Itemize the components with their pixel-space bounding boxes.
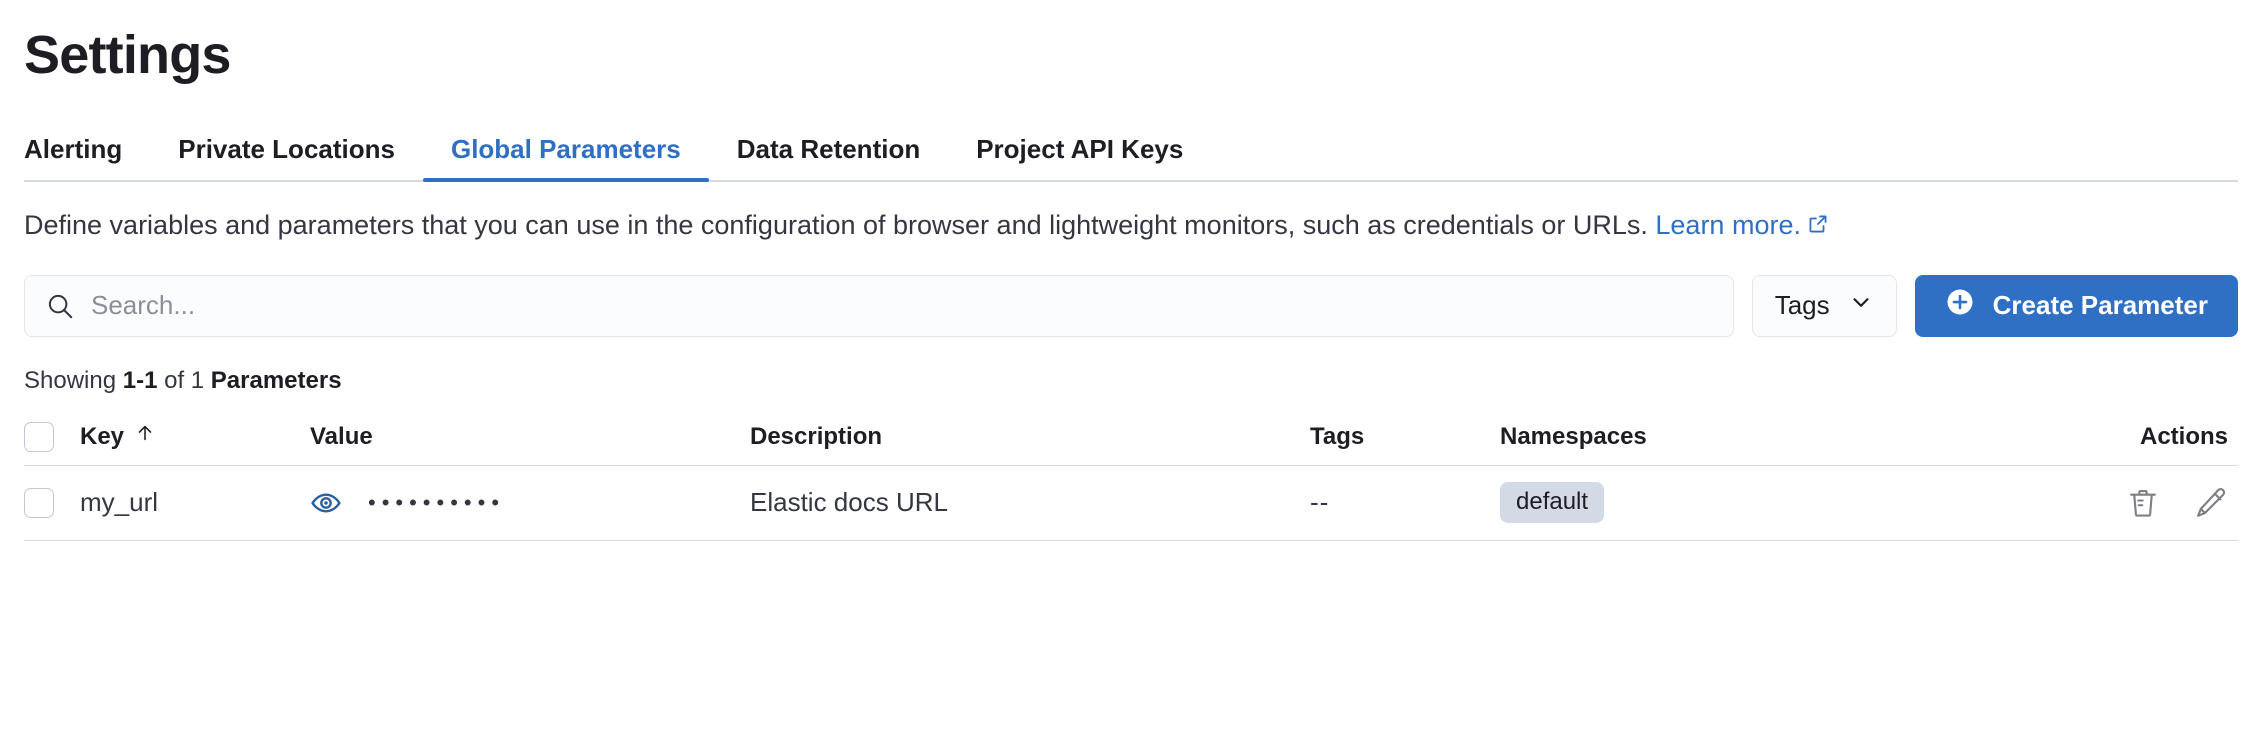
tags-filter-label: Tags: [1774, 290, 1830, 321]
pencil-icon[interactable]: [2194, 486, 2228, 520]
header-description-label: Description: [750, 422, 883, 450]
results-entity: Parameters: [210, 366, 342, 394]
cell-key: my_url: [80, 487, 310, 518]
tab-global-parameters[interactable]: Global Parameters: [422, 134, 709, 182]
table-header-row: Key Value Description Tags Namespaces: [24, 409, 2238, 466]
description-body: Define variables and parameters that you…: [24, 210, 1648, 240]
header-tags: Tags: [1310, 423, 1500, 451]
header-value-label: Value: [310, 422, 373, 450]
search-input[interactable]: [91, 290, 1713, 322]
parameter-description: Elastic docs URL: [750, 487, 948, 518]
tab-label: Project API Keys: [976, 134, 1184, 164]
header-description: Description: [750, 423, 1310, 451]
description-text: Define variables and parameters that you…: [24, 208, 2238, 243]
trash-icon[interactable]: [2126, 486, 2160, 520]
chevron-down-icon: [1848, 289, 1874, 322]
select-all-checkbox[interactable]: [24, 421, 54, 452]
row-select-cell: [24, 487, 80, 518]
parameter-key: my_url: [80, 487, 159, 518]
learn-more-link[interactable]: Learn more.: [1655, 210, 1801, 240]
tab-data-retention[interactable]: Data Retention: [709, 136, 948, 180]
parameter-tags: --: [1310, 487, 1330, 518]
cell-description: Elastic docs URL: [750, 487, 1310, 518]
controls-row: Tags Create Parameter: [24, 274, 2238, 337]
tab-private-locations[interactable]: Private Locations: [150, 136, 423, 180]
plus-circle-icon: [1945, 287, 1975, 324]
results-range: 1-1: [122, 366, 158, 394]
results-summary: Showing 1-1 of 1 Parameters: [24, 367, 2238, 395]
parameter-value-masked: ••••••••••: [368, 489, 506, 515]
row-checkbox[interactable]: [24, 487, 54, 518]
header-actions-label: Actions: [2139, 422, 2228, 450]
create-parameter-button[interactable]: Create Parameter: [1914, 274, 2238, 337]
cell-value: ••••••••••: [310, 487, 750, 519]
eye-icon[interactable]: [310, 487, 342, 519]
header-tags-label: Tags: [1310, 422, 1365, 450]
page-title: Settings: [24, 25, 231, 85]
cell-namespaces: default: [1500, 482, 2048, 523]
header-key[interactable]: Key: [80, 422, 310, 451]
header-namespaces-label: Namespaces: [1500, 422, 1647, 450]
tab-bar: Alerting Private Locations Global Parame…: [24, 122, 2238, 182]
results-middle: of 1: [164, 366, 205, 394]
search-icon: [45, 291, 75, 321]
parameters-table: Key Value Description Tags Namespaces: [24, 409, 2238, 541]
table-row: my_url •••••••••• Elastic docs URL --: [24, 466, 2238, 541]
header-select-cell: [24, 421, 80, 452]
external-link-icon[interactable]: [1807, 209, 1829, 244]
create-parameter-label: Create Parameter: [1992, 290, 2208, 321]
header-namespaces: Namespaces: [1500, 423, 2048, 451]
tab-alerting[interactable]: Alerting: [24, 136, 150, 180]
namespace-badge: default: [1500, 482, 1605, 523]
tags-filter-button[interactable]: Tags: [1751, 274, 1897, 337]
tab-label: Global Parameters: [450, 134, 681, 164]
header-key-label: Key: [80, 422, 125, 450]
tab-project-api-keys[interactable]: Project API Keys: [948, 136, 1211, 180]
arrow-up-icon: [134, 422, 156, 451]
header-actions: Actions: [2048, 423, 2238, 451]
cell-tags: --: [1310, 487, 1500, 518]
results-prefix: Showing: [24, 366, 117, 394]
header-value: Value: [310, 423, 750, 451]
cell-actions: [2048, 486, 2238, 520]
search-box[interactable]: [24, 274, 1734, 337]
tab-label: Data Retention: [736, 134, 921, 164]
tab-label: Alerting: [24, 134, 123, 164]
tab-label: Private Locations: [178, 134, 395, 164]
